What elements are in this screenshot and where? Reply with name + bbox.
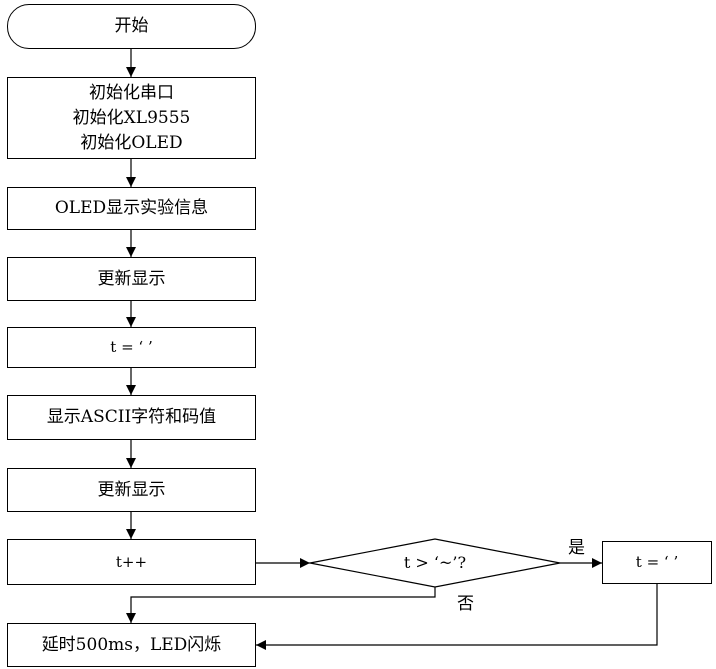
- refresh-label-2: 更新显示: [97, 479, 166, 500]
- delay-label: 延时500ms，LED闪烁: [41, 634, 222, 655]
- oled-info-label: OLED显示实验信息: [54, 198, 209, 218]
- assign-label-1: t = ‘ ’: [110, 338, 153, 356]
- increment-node: t++: [7, 539, 256, 585]
- init-line-uart: 初始化串口: [89, 82, 174, 103]
- refresh-label-1: 更新显示: [97, 268, 166, 289]
- edge-assign2-delay: [256, 584, 658, 650]
- refresh-node-2: 更新显示: [7, 468, 256, 512]
- init-line-xl9555: 初始化XL9555: [72, 107, 191, 128]
- yes-label: 是: [568, 538, 585, 558]
- increment-label: t++: [115, 552, 148, 571]
- start-node: 开始: [7, 4, 256, 49]
- init-node: 初始化串口 初始化XL9555 初始化OLED: [7, 77, 256, 159]
- delay-node: 延时500ms，LED闪烁: [7, 623, 256, 667]
- no-label: 否: [457, 594, 474, 614]
- start-label: 开始: [114, 16, 149, 36]
- assign-node-1: t = ‘ ’: [7, 327, 256, 368]
- assign-label-2: t = ‘ ’: [635, 553, 679, 571]
- oled-info-node: OLED显示实验信息: [7, 187, 256, 230]
- refresh-node-1: 更新显示: [7, 257, 256, 301]
- show-ascii-label: 显示ASCII字符和码值: [46, 407, 217, 427]
- edge-decision-no: [126, 587, 436, 623]
- assign-node-2: t = ‘ ’: [602, 541, 712, 584]
- show-ascii-node: 显示ASCII字符和码值: [7, 395, 256, 440]
- init-line-oled: 初始化OLED: [80, 132, 183, 153]
- decision-label: t > ‘~’?: [403, 553, 467, 572]
